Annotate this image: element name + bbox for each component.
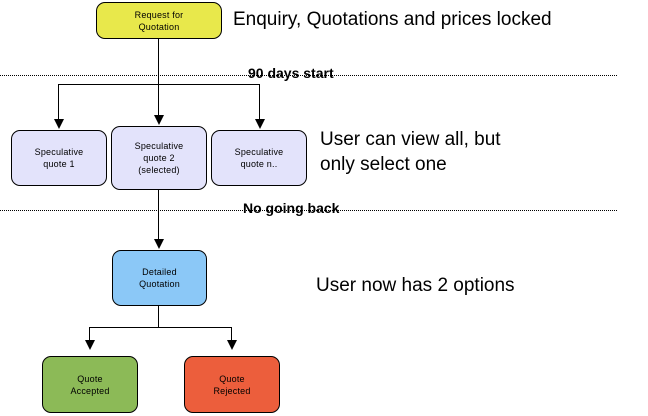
node-speculative-quote-1[interactable]: Speculative quote 1 [11, 130, 107, 186]
annotation-enquiry-locked: Enquiry, Quotations and prices locked [233, 9, 552, 30]
node-quote-rejected-label: Quote Rejected [213, 373, 251, 396]
node-speculative-quote-n-label: Speculative quote n.. [234, 147, 284, 169]
node-speculative-quote-2-label: Speculative quote 2 (selected) [134, 141, 184, 175]
connector-drop-accepted [89, 327, 90, 341]
node-detailed-quotation-label: Detailed Quotation [139, 267, 180, 289]
node-quote-accepted-label: Quote Accepted [70, 373, 110, 396]
connector-detailed-trunk [158, 306, 159, 328]
arrowhead-accepted [85, 340, 95, 350]
connector-spec2-to-detailed [158, 190, 159, 240]
node-quote-rejected[interactable]: Quote Rejected [184, 356, 280, 413]
node-quote-accepted[interactable]: Quote Accepted [42, 356, 138, 413]
connector-drop-spec1 [58, 84, 59, 120]
node-request-for-quotation[interactable]: Request for Quotation [96, 2, 222, 39]
node-request-for-quotation-label: Request for Quotation [134, 9, 184, 32]
connector-drop-spec2 [158, 84, 159, 116]
node-speculative-quote-n[interactable]: Speculative quote n.. [211, 130, 307, 186]
annotation-two-options: User now has 2 options [316, 275, 515, 296]
arrowhead-detailed [154, 239, 164, 249]
divider-no-going-back [0, 210, 617, 211]
connector-rfq-trunk [158, 39, 159, 84]
divider-label-no-going-back: No going back [243, 200, 340, 216]
arrowhead-rejected [227, 340, 237, 350]
node-speculative-quote-2-selected[interactable]: Speculative quote 2 (selected) [111, 126, 207, 190]
divider-label-90-days-start: 90 days start [248, 65, 334, 81]
connector-drop-rejected [231, 327, 232, 341]
arrowhead-specn [255, 119, 265, 129]
connector-drop-specn [259, 84, 260, 120]
node-detailed-quotation[interactable]: Detailed Quotation [112, 250, 207, 306]
connector-fan-bus-top [58, 84, 260, 85]
divider-90-days-start [0, 75, 617, 76]
connector-fan-bus-bottom [89, 327, 232, 328]
arrowhead-spec2 [154, 115, 164, 125]
annotation-view-all-select-one: User can view all, but only select one [320, 129, 501, 175]
arrowhead-spec1 [54, 119, 64, 129]
node-speculative-quote-1-label: Speculative quote 1 [34, 147, 84, 169]
